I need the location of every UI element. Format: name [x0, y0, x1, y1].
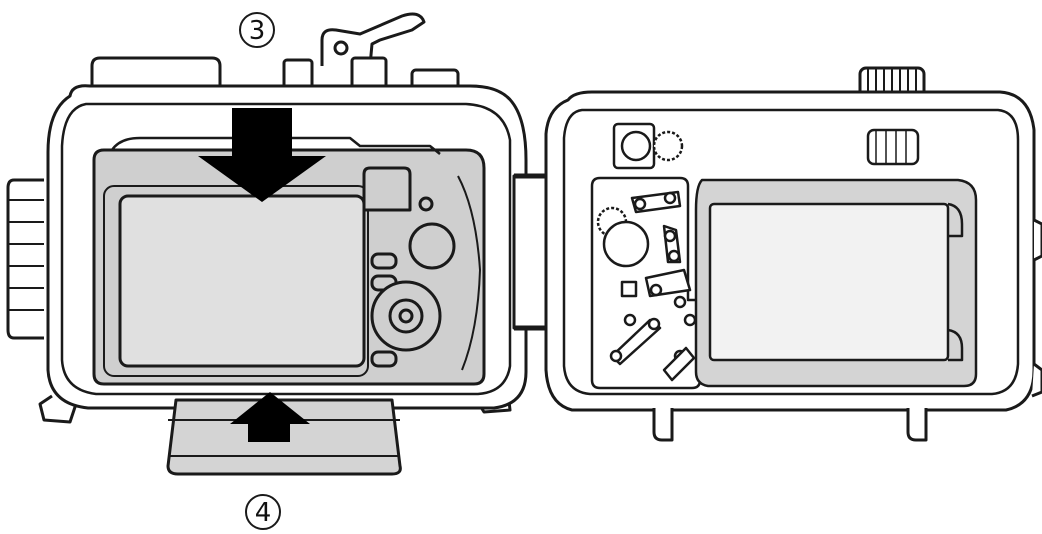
door-inner-rim	[562, 108, 1020, 396]
door-foot-left	[652, 408, 674, 442]
side-dial-icon	[6, 178, 44, 340]
gear-icon-2	[652, 130, 684, 162]
play-button-icon	[370, 252, 398, 270]
step-3-label: 3	[249, 16, 266, 46]
press-arrows	[198, 108, 326, 442]
shutter-lever	[320, 12, 426, 67]
camera-top-ridge	[110, 136, 441, 155]
door-foot-right	[906, 408, 928, 442]
up-arrow-icon	[230, 392, 310, 442]
lever-screw-icon	[333, 40, 349, 56]
link-arm-5	[662, 346, 696, 382]
door-internals	[590, 122, 978, 390]
step-4-marker: 4	[245, 494, 281, 530]
camera-screen	[118, 194, 366, 368]
step-4-label: 4	[255, 498, 272, 528]
button-post-1	[620, 280, 638, 298]
viewing-window	[708, 202, 950, 362]
zoom-button-icon	[408, 222, 456, 270]
camera	[92, 136, 486, 386]
camera-grip	[362, 166, 412, 212]
left-housing-inner-rim	[60, 102, 512, 396]
mode-dial-icon	[418, 196, 434, 212]
gear-icon-1	[620, 130, 652, 162]
zoom-knob-icon	[602, 220, 650, 268]
step-3-marker: 3	[239, 12, 275, 48]
delete-button-icon	[370, 350, 398, 368]
down-arrow-icon	[198, 108, 326, 202]
